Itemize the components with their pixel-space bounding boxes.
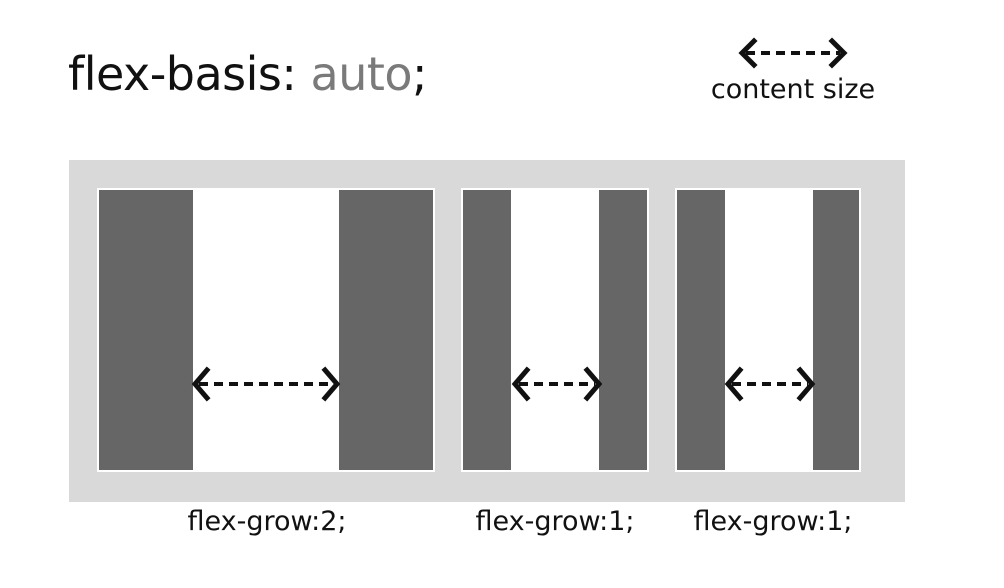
growth-arrow-icon	[724, 366, 816, 402]
title-value: auto	[310, 47, 413, 101]
content-bar-right	[339, 190, 433, 470]
content-bar-left	[99, 190, 193, 470]
content-bar-right	[599, 190, 647, 470]
diagram-title: flex-basis: auto;	[68, 46, 428, 102]
growth-arrow-icon	[511, 366, 603, 402]
flex-item-2	[461, 188, 649, 472]
flex-item-3-label: flex-grow:1;	[693, 506, 853, 537]
title-property: flex-basis:	[68, 47, 297, 101]
content-bar-left	[677, 190, 725, 470]
flex-container	[69, 160, 905, 502]
legend-label: content size	[710, 74, 876, 105]
flex-item-1	[97, 188, 435, 472]
flex-item-1-label: flex-grow:2;	[187, 506, 347, 537]
growth-arrow-icon	[191, 366, 341, 402]
double-arrow-dashed-icon	[738, 37, 848, 69]
flex-item-3	[675, 188, 861, 472]
flex-item-2-label: flex-grow:1;	[475, 506, 635, 537]
content-bar-left	[463, 190, 511, 470]
content-bar-right	[813, 190, 859, 470]
title-terminator: ;	[412, 47, 428, 101]
legend: content size	[700, 36, 886, 106]
